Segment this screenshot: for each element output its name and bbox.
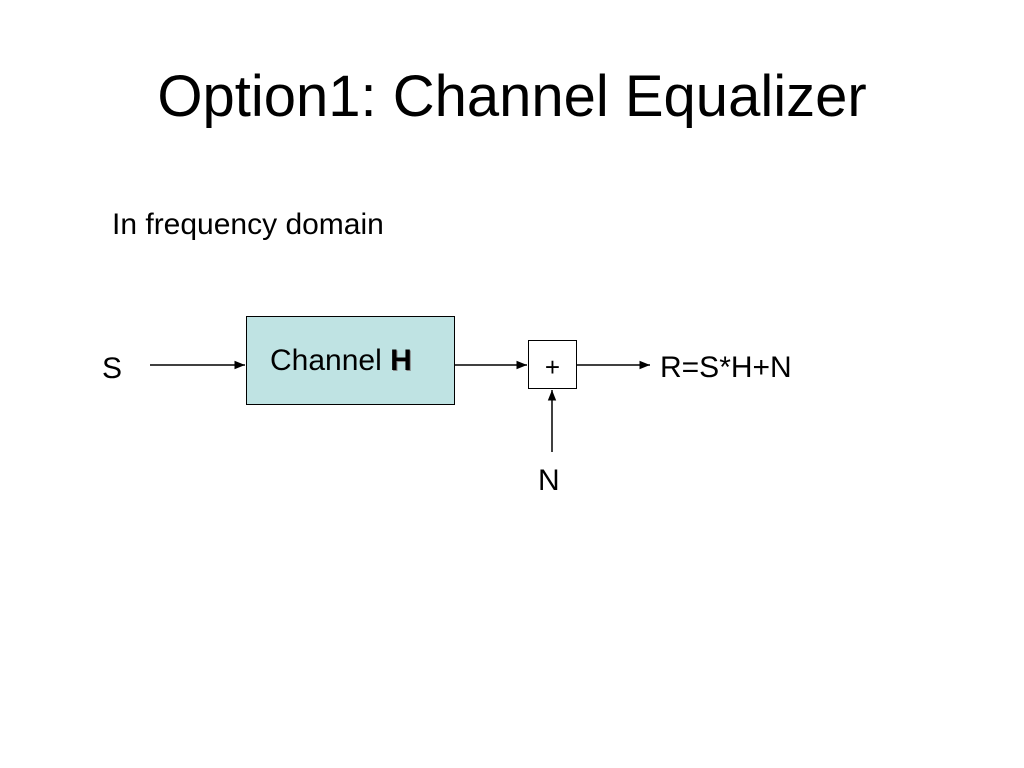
channel-block-label: Channel H xyxy=(270,343,412,379)
slide-title: Option1: Channel Equalizer xyxy=(157,64,867,129)
output-signal-label: R=S*H+N xyxy=(660,351,792,384)
adder-symbol: + xyxy=(544,352,561,382)
channel-word: Channel xyxy=(270,344,391,377)
noise-label: N xyxy=(538,464,560,497)
slide-subtitle: In frequency domain xyxy=(112,208,384,241)
channel-block xyxy=(246,316,455,405)
adder-block xyxy=(528,340,577,389)
channel-symbol: H xyxy=(390,344,412,377)
input-signal-label: S xyxy=(102,352,123,385)
